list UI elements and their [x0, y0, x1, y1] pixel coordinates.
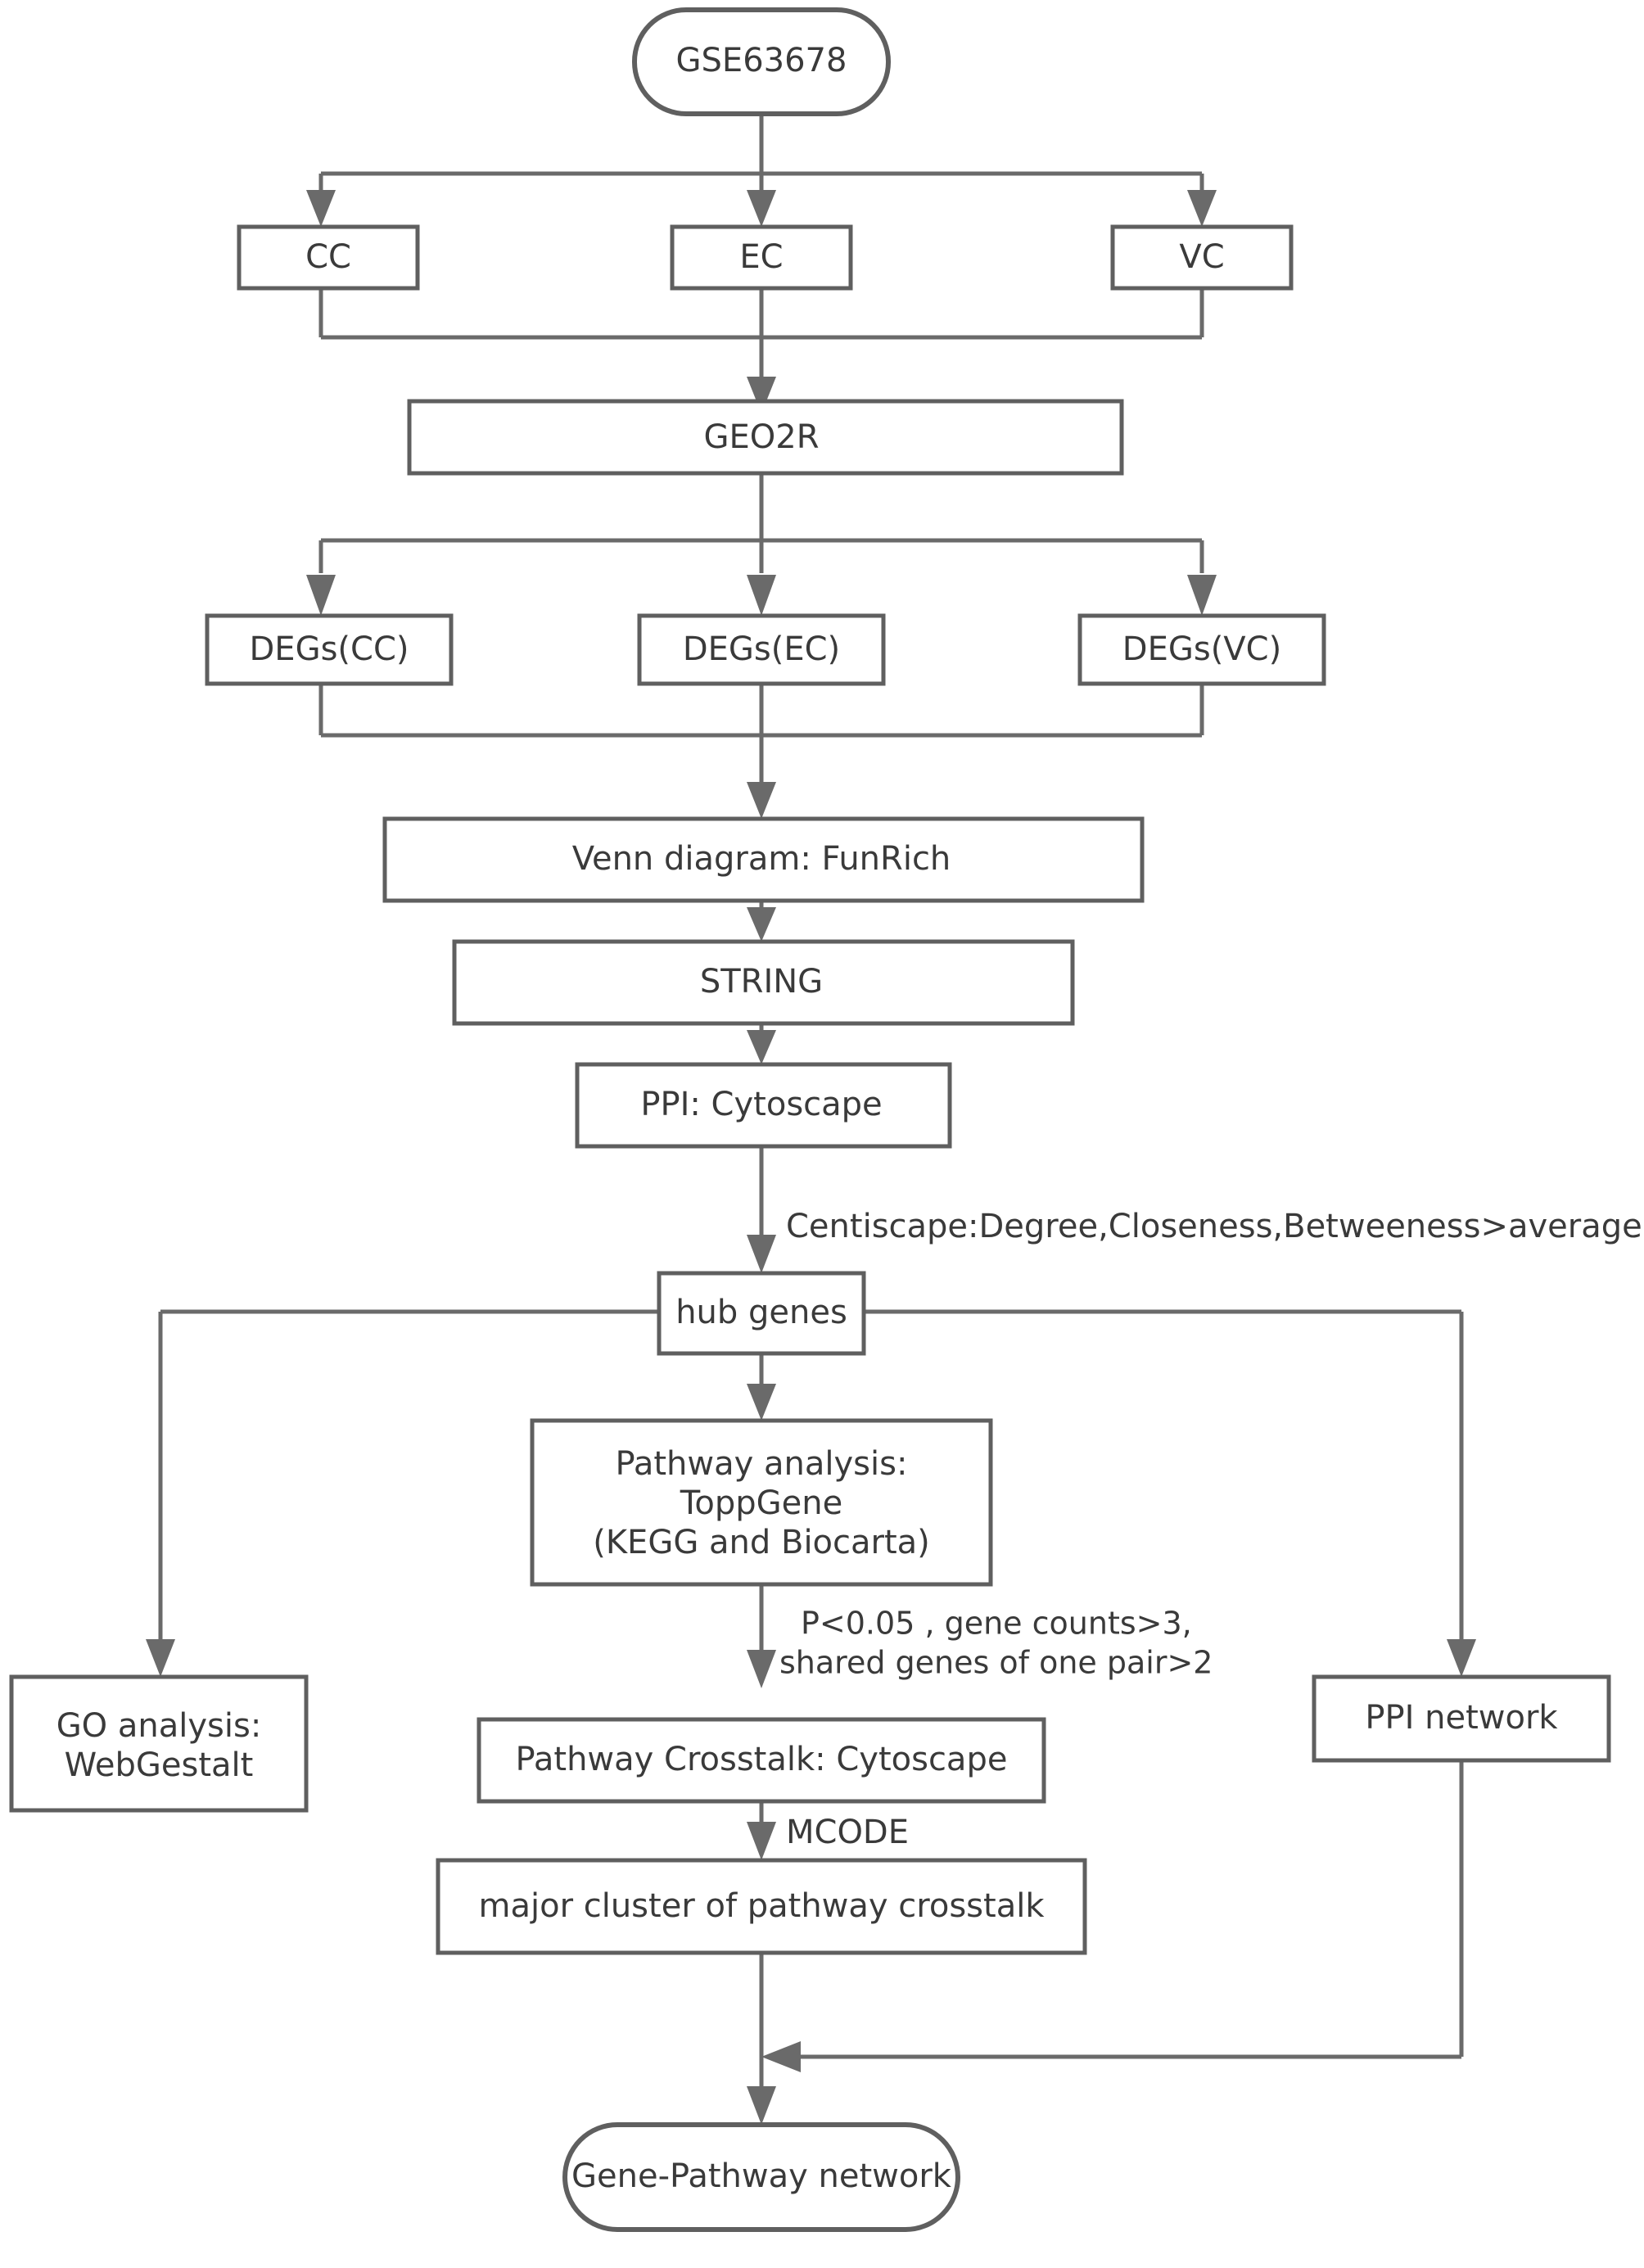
edge-label-centiscape: Centiscape:Degree,Closeness,Betweeness>a…	[786, 1208, 1642, 1245]
node-vc-label: VC	[1179, 238, 1224, 276]
edge-ppinetwork-trunk	[761, 1760, 1464, 2072]
node-gene-pathway-network-label: Gene-Pathway network	[571, 2157, 952, 2195]
node-pathway-analysis-line3: (KEGG and Biocarta)	[593, 1524, 930, 1561]
node-degs-ec[interactable]: DEGs(EC)	[637, 613, 886, 686]
node-pathway-crosstalk-label: Pathway Crosstalk: Cytoscape	[516, 1741, 1008, 1778]
node-degs-cc-label: DEGs(CC)	[250, 630, 409, 668]
edge-venn-string	[747, 901, 776, 942]
node-go-analysis-line1: GO analysis:	[56, 1707, 262, 1745]
edge-hubgenes-ppinetwork	[864, 1309, 1476, 1677]
node-cc[interactable]: CC	[237, 224, 420, 291]
node-ppi-cytoscape-label: PPI: Cytoscape	[640, 1086, 882, 1123]
node-hub-genes-label: hub genes	[675, 1294, 847, 1331]
node-ppi-network-label: PPI network	[1365, 1699, 1558, 1737]
node-degs-cc[interactable]: DEGs(CC)	[205, 613, 454, 686]
node-pathway-analysis[interactable]: Pathway analysis: ToppGene (KEGG and Bio…	[530, 1418, 993, 1587]
node-string[interactable]: STRING	[452, 939, 1075, 1026]
node-ppi-network[interactable]: PPI network	[1312, 1674, 1611, 1763]
edge-geo2r-degs	[306, 473, 1217, 616]
edge-ppi-hubgenes	[747, 1146, 776, 1273]
edge-degs-venn	[318, 684, 1204, 819]
node-go-analysis[interactable]: GO analysis: WebGestalt	[9, 1674, 309, 1813]
node-vc[interactable]: VC	[1110, 224, 1294, 291]
node-ec[interactable]: EC	[670, 224, 853, 291]
edge-label-pvalue-line2: shared genes of one pair>2	[779, 1645, 1213, 1681]
node-go-analysis-line2: WebGestalt	[65, 1746, 254, 1784]
node-ppi-cytoscape[interactable]: PPI: Cytoscape	[575, 1062, 952, 1149]
node-cc-label: CC	[305, 238, 351, 276]
node-major-cluster[interactable]: major cluster of pathway crosstalk	[436, 1858, 1087, 1955]
node-venn-label: Venn diagram: FunRich	[572, 840, 951, 878]
node-geo2r[interactable]: GEO2R	[407, 399, 1124, 476]
node-pathway-crosstalk[interactable]: Pathway Crosstalk: Cytoscape	[476, 1717, 1046, 1804]
node-pathway-analysis-line2: ToppGene	[680, 1484, 842, 1522]
node-dataset-label: GSE63678	[676, 42, 847, 79]
edge-hubgenes-pathway	[747, 1353, 776, 1421]
node-string-label: STRING	[700, 963, 823, 1001]
node-venn[interactable]: Venn diagram: FunRich	[382, 816, 1145, 903]
node-geo2r-label: GEO2R	[704, 418, 820, 456]
edge-pathway-crosstalk	[747, 1584, 776, 1688]
node-pathway-analysis-line1: Pathway analysis:	[616, 1445, 908, 1483]
node-gene-pathway-network[interactable]: Gene-Pathway network	[562, 2122, 960, 2232]
edge-label-mcode: MCODE	[786, 1814, 909, 1851]
node-degs-vc[interactable]: DEGs(VC)	[1077, 613, 1326, 686]
node-degs-ec-label: DEGs(EC)	[683, 630, 840, 668]
edge-dataset-split	[306, 114, 1217, 227]
edge-majorcluster-genepathway	[747, 1953, 776, 2125]
edge-string-ppi	[747, 1023, 776, 1064]
node-dataset[interactable]: GSE63678	[632, 7, 891, 116]
edge-tissues-geo2r	[318, 288, 1204, 413]
edge-hubgenes-go	[146, 1309, 659, 1677]
node-major-cluster-label: major cluster of pathway crosstalk	[479, 1887, 1046, 1925]
edge-label-pvalue-line1: P<0.05 , gene counts>3,	[801, 1606, 1192, 1642]
edge-crosstalk-majorcluster	[747, 1801, 776, 1860]
node-ec-label: EC	[739, 238, 783, 276]
node-degs-vc-label: DEGs(VC)	[1122, 630, 1281, 668]
node-hub-genes[interactable]: hub genes	[657, 1271, 866, 1356]
